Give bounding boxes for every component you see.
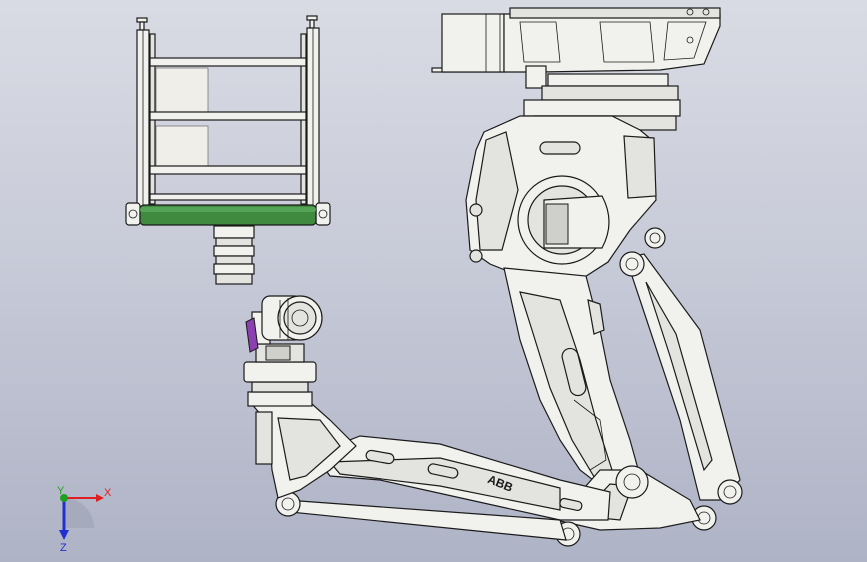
arm-slot	[561, 347, 587, 397]
forearm-slot-1	[365, 449, 395, 465]
frame-top-bolt-right	[306, 15, 318, 29]
shoulder-pin	[644, 227, 666, 249]
x-axis-label: X	[104, 487, 112, 499]
forearm-slot-2	[427, 463, 459, 479]
y-axis-marker	[60, 494, 68, 502]
forearm[interactable]: ABB	[275, 435, 611, 541]
green-roller[interactable]	[125, 202, 331, 226]
main-arm[interactable]	[503, 267, 641, 491]
wrist-head[interactable]	[243, 295, 323, 407]
top-motor-unit[interactable]	[431, 7, 721, 131]
motor-block	[441, 13, 505, 73]
wrist-arm[interactable]	[248, 401, 357, 499]
shoulder-slot	[539, 141, 581, 155]
gripper-frame[interactable]	[125, 15, 331, 285]
y-axis-label: Y	[57, 485, 65, 497]
wrist-bracket	[245, 317, 259, 353]
frame-panel-lower	[155, 125, 209, 167]
shoulder-joint[interactable]	[465, 115, 666, 281]
frame-panel-upper	[155, 67, 209, 113]
frame-cylinder	[213, 225, 255, 285]
gearbox-housing	[503, 13, 721, 73]
z-axis-label: Z	[60, 542, 67, 554]
coordinate-triad: X Y Z	[57, 485, 112, 554]
parallel-link[interactable]	[619, 251, 743, 531]
frame-top-bolt-left	[136, 17, 148, 31]
frame-cross-bars	[149, 57, 307, 201]
